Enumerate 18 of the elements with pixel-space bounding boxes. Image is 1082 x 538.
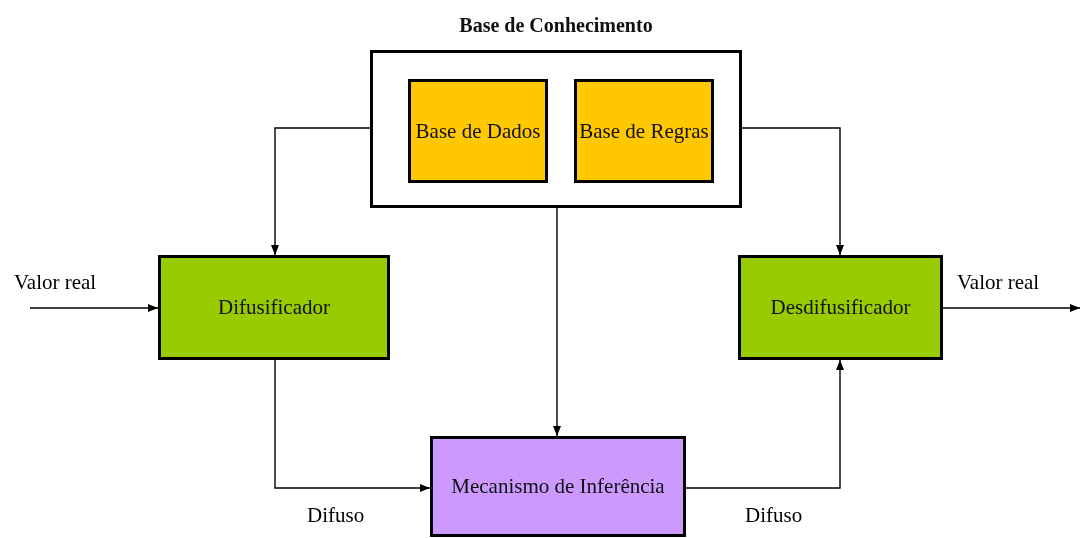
arrow (942, 304, 1081, 312)
process-box (574, 79, 714, 183)
process-box (430, 436, 686, 537)
arrow (685, 359, 844, 489)
process-box (408, 79, 548, 183)
box-label: Base de Dados (415, 117, 541, 145)
process-box (738, 255, 943, 360)
box-label: Difusificador (218, 294, 330, 322)
box-label: Desdifusificador (770, 294, 911, 322)
arrow (271, 127, 371, 256)
arrow (741, 127, 844, 256)
box-label: Base de Regras (579, 117, 709, 145)
panel-heading: Base de Conhecimento (458, 13, 654, 38)
arrow (274, 359, 431, 492)
box-label: Mecanismo de Inferência (451, 473, 665, 501)
arrow (553, 207, 561, 437)
arrow (29, 304, 159, 312)
process-box (158, 255, 390, 360)
